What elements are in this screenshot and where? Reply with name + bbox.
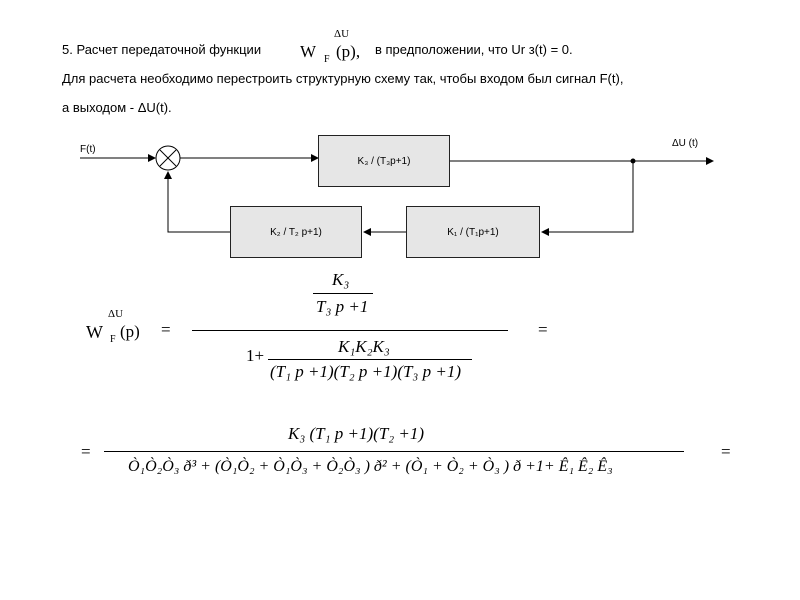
formula1-den-denominator: (T₁ p +1)(T₂ p +1)(T₃ p +1) bbox=[270, 362, 461, 381]
formula1-den-numerator: K₁K₂K₃ bbox=[338, 337, 390, 356]
formula1-den-prefix: 1+ bbox=[246, 346, 265, 365]
tf-superscript: ΔU bbox=[334, 28, 350, 40]
formula2-trailing-equals: = bbox=[721, 442, 731, 461]
formula2-leading-equals: = bbox=[81, 442, 91, 461]
text-line-1-suffix: в предположении, что Ur з(t) = 0. bbox=[375, 42, 573, 57]
feedback-line-right bbox=[541, 161, 634, 236]
output-label: ΔU (t) bbox=[672, 138, 699, 149]
formula1-lhs-subscript: F bbox=[110, 334, 116, 345]
feedback-line-left bbox=[164, 171, 230, 233]
tf-argument: (p), bbox=[336, 42, 361, 61]
block-k1: K₁ / (T₁p+1) bbox=[406, 206, 540, 258]
formula1-lhs-argument: (p) bbox=[120, 322, 140, 341]
tf-letter: W bbox=[300, 42, 317, 61]
formula1-equals: = bbox=[161, 320, 171, 339]
formula1-trailing-equals: = bbox=[538, 320, 548, 339]
formula2-numerator: K₃ (T₁ p +1)(T₂ +1) bbox=[288, 424, 425, 443]
input-label: F(t) bbox=[80, 144, 96, 155]
tf-subscript: F bbox=[324, 54, 330, 65]
summing-junction-icon bbox=[155, 145, 181, 171]
text-line-2: Для расчета необходимо перестроить струк… bbox=[62, 71, 624, 86]
text-line-1-prefix: 5. Расчет передаточной функции bbox=[62, 42, 262, 57]
text-line-3: а выходом - ΔU(t). bbox=[62, 100, 172, 115]
formula1-lhs-superscript: ΔU bbox=[108, 308, 124, 320]
formula1-lhs: ΔU W F (p) bbox=[86, 308, 166, 352]
formula2-fraction-line bbox=[104, 451, 684, 452]
formula1-inner-fraction-line bbox=[313, 293, 373, 294]
formula1-num-bottom: T₃ p +1 bbox=[316, 297, 369, 316]
formula1-main-fraction-line bbox=[192, 330, 508, 331]
transfer-function-symbol: ΔU W F (p), bbox=[300, 28, 370, 68]
formula1-lhs-letter: W bbox=[86, 322, 103, 342]
block-k3: K₃ / (T₃p+1) bbox=[318, 135, 450, 187]
block-k2: K₂ / T₂ p+1) bbox=[230, 206, 362, 258]
formula1-num-top: K₃ bbox=[332, 270, 350, 289]
formula1-den-fraction-line bbox=[268, 359, 472, 360]
formula2-denominator: Ò₁Ò₂Ò₃ ð³ + (Ò₁Ò₂ + Ò₁Ò₃ + Ò₂Ò₃ ) ð² + (… bbox=[128, 458, 613, 475]
